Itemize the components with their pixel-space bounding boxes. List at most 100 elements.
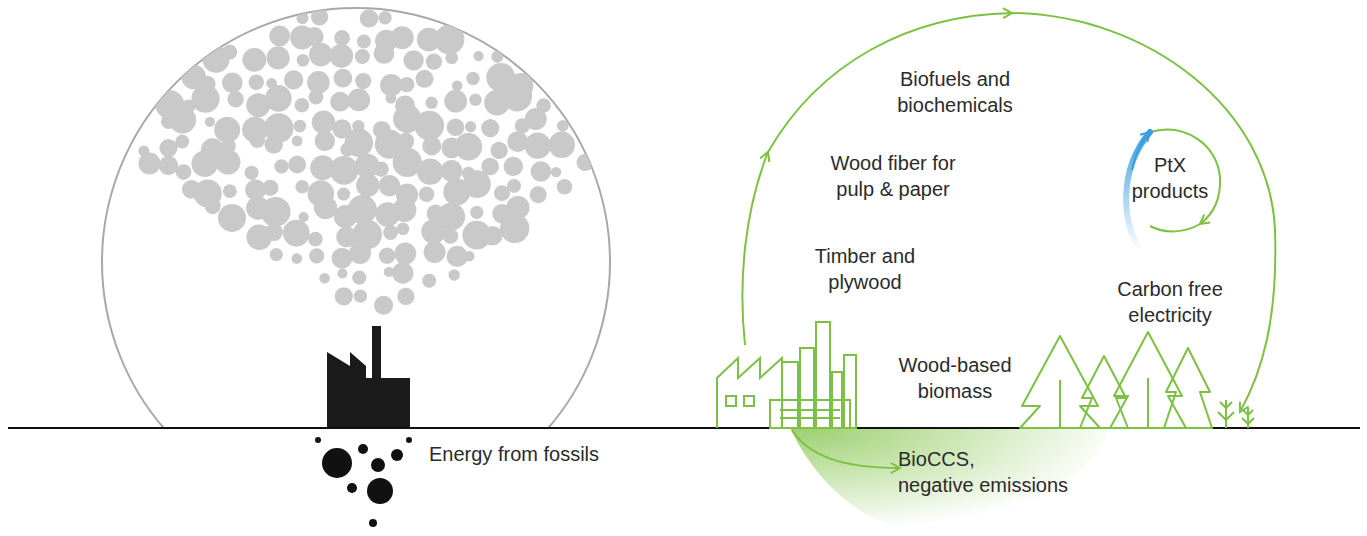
- emission-bubble: [345, 129, 373, 157]
- emission-bubble: [426, 53, 442, 69]
- emission-bubble: [159, 156, 178, 175]
- emission-bubble: [348, 195, 377, 224]
- emission-bubble: [392, 198, 416, 222]
- emission-bubble: [549, 132, 575, 158]
- emission-bubble: [269, 25, 290, 46]
- emission-bubble: [355, 73, 371, 89]
- emission-bubble: [357, 35, 371, 49]
- emission-bubble: [530, 186, 547, 203]
- emission-bubble: [557, 179, 573, 195]
- emission-bubble: [159, 139, 177, 157]
- emission-bubble: [465, 121, 476, 132]
- emission-bubble: [191, 85, 219, 113]
- emission-bubble: [227, 91, 243, 107]
- emission-bubble: [139, 153, 161, 175]
- emission-bubble: [355, 49, 370, 64]
- emission-bubble: [417, 158, 443, 184]
- emission-bubble: [469, 94, 481, 106]
- emission-bubble: [309, 90, 324, 105]
- emission-bubble: [391, 26, 414, 49]
- emission-bubble: [216, 150, 241, 175]
- emission-bubble: [374, 296, 393, 315]
- carbon-cycle-arrow: [742, 13, 1275, 412]
- emission-bubble: [223, 184, 237, 198]
- text-label: Wood fiber for pulp & paper: [830, 150, 955, 202]
- emission-bubble: [292, 253, 303, 264]
- emission-bubble: [294, 120, 307, 133]
- emission-bubble: [356, 174, 379, 197]
- emission-bubble: [337, 188, 350, 201]
- emission-bubble: [383, 225, 398, 240]
- emission-bubble: [474, 51, 484, 61]
- emission-bubble: [399, 77, 414, 92]
- emission-bubble: [274, 159, 288, 173]
- emission-bubble: [425, 97, 437, 109]
- emission-bubble: [394, 243, 416, 265]
- emission-bubble: [481, 119, 499, 137]
- emission-bubble: [270, 248, 283, 261]
- emission-bubble: [421, 219, 445, 243]
- emission-bubble: [332, 248, 353, 269]
- emission-bubble: [349, 242, 371, 264]
- emission-bubble: [378, 11, 391, 24]
- emission-bubble: [352, 271, 366, 285]
- emission-bubble: [441, 160, 463, 182]
- emission-bubble: [308, 232, 323, 247]
- emission-bubble: [525, 108, 547, 130]
- emission-bubble: [525, 133, 551, 159]
- emission-bubble: [531, 161, 552, 182]
- emission-bubble: [392, 262, 413, 283]
- emission-bubble: [379, 248, 395, 264]
- emission-bubble: [245, 166, 259, 180]
- emission-bubble: [297, 54, 310, 67]
- emission-bubble: [360, 9, 378, 27]
- fossil-deposits: [315, 437, 412, 527]
- emission-bubble: [502, 82, 532, 112]
- emission-bubble: [176, 164, 192, 180]
- emission-bubble: [192, 150, 219, 177]
- bioccs-fan: [790, 428, 1110, 532]
- emission-bubble: [283, 220, 310, 247]
- emission-bubble: [397, 223, 410, 236]
- text-label: Energy from fossils: [429, 441, 599, 467]
- emission-bubble: [222, 72, 243, 93]
- emission-bubble: [464, 251, 475, 262]
- emission-bubble: [315, 131, 335, 151]
- emission-bubble: [334, 69, 353, 88]
- emission-bubble: [169, 106, 196, 133]
- emission-bubble: [551, 167, 561, 177]
- ptx-cycle-arrow: [1126, 130, 1220, 250]
- text-label: BioCCS, negative emissions: [898, 446, 1068, 498]
- emission-bubble: [415, 111, 445, 141]
- emission-bubble: [348, 89, 371, 112]
- emission-bubble: [463, 170, 491, 198]
- emission-bubble: [311, 8, 328, 25]
- emission-bubble: [319, 273, 330, 284]
- text-label: Timber and plywood: [815, 243, 915, 295]
- emission-bubble: [491, 142, 508, 159]
- emission-bubble: [295, 180, 309, 194]
- emission-bubble: [330, 156, 359, 185]
- emission-bubble: [577, 154, 594, 171]
- emission-bubble: [374, 162, 389, 177]
- emission-bubble: [403, 50, 423, 70]
- text-label: Carbon free electricity: [1117, 276, 1223, 328]
- bio-factory: [717, 322, 856, 428]
- emission-bubble: [329, 44, 353, 68]
- emission-bubble: [242, 48, 266, 72]
- emission-bubble: [504, 157, 523, 176]
- emission-bubble: [249, 75, 264, 90]
- emission-bubble: [397, 133, 414, 150]
- emission-bubble: [309, 248, 324, 263]
- emission-bubble: [455, 133, 483, 161]
- emission-bubble: [250, 133, 265, 148]
- emission-bubble: [222, 45, 237, 60]
- emission-bubble: [218, 204, 246, 232]
- emission-bubble: [424, 241, 446, 263]
- emission-bubble: [334, 30, 350, 46]
- emission-bubble: [292, 136, 303, 147]
- emission-bubble: [507, 179, 521, 193]
- text-label: PtX products: [1132, 152, 1209, 204]
- emission-bubble: [447, 119, 465, 137]
- emission-bubble: [374, 43, 395, 64]
